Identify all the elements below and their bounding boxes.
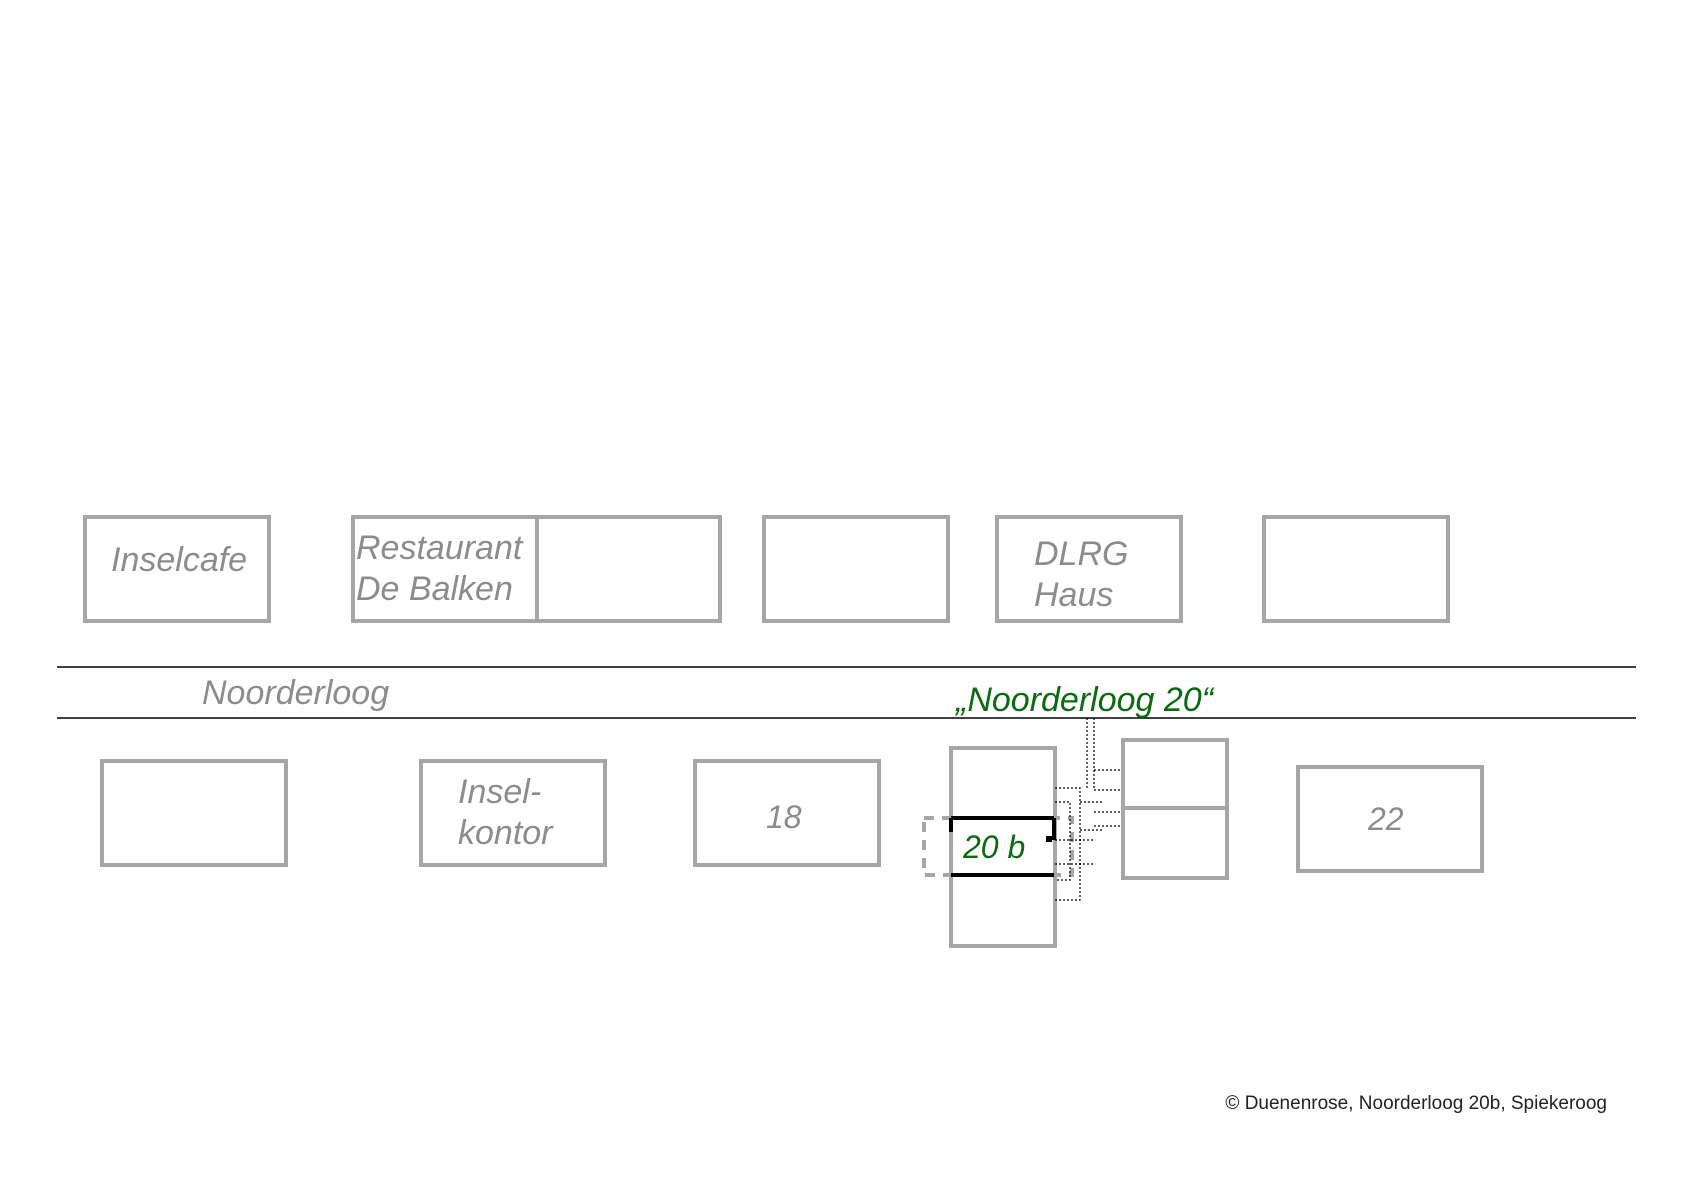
building-north-4 — [762, 515, 950, 623]
label-20b: 20 b — [962, 829, 1025, 865]
building-22 — [1296, 765, 1484, 873]
annex-dotted-1 — [1055, 787, 1081, 901]
label-restaurant-line1: Restaurant — [356, 529, 524, 567]
street-name: Noorderloog — [202, 674, 389, 712]
building-20b-marker — [1046, 836, 1052, 842]
label-inselkontor-line2: kontor — [458, 814, 554, 852]
building-inselkontor — [419, 759, 607, 867]
building-inselcafe — [83, 515, 271, 623]
annex-dotted-2 — [1055, 801, 1071, 881]
label-inselkontor-line1: Insel- — [458, 773, 541, 811]
copyright-notice: © Duenenrose, Noorderloog 20b, Spiekeroo… — [1225, 1093, 1607, 1114]
building-north-6 — [1262, 515, 1450, 623]
building-20-east-lower — [1121, 806, 1229, 880]
building-dlrg-haus — [995, 515, 1183, 623]
building-20-tall — [949, 746, 1057, 948]
label-dlrg-line2: Haus — [1034, 576, 1113, 614]
building-south-1 — [100, 759, 288, 867]
building-20-east-upper — [1121, 738, 1229, 810]
building-north-3 — [535, 515, 722, 623]
street-highlight-noorderloog-20: „Noorderloog 20“ — [954, 681, 1215, 719]
label-18: 18 — [766, 799, 802, 835]
label-restaurant-line2: De Balken — [356, 570, 513, 608]
label-22: 22 — [1367, 801, 1404, 837]
label-inselcafe: Inselcafe — [111, 541, 247, 579]
building-18 — [693, 759, 881, 867]
label-dlrg-line1: DLRG — [1034, 535, 1128, 573]
